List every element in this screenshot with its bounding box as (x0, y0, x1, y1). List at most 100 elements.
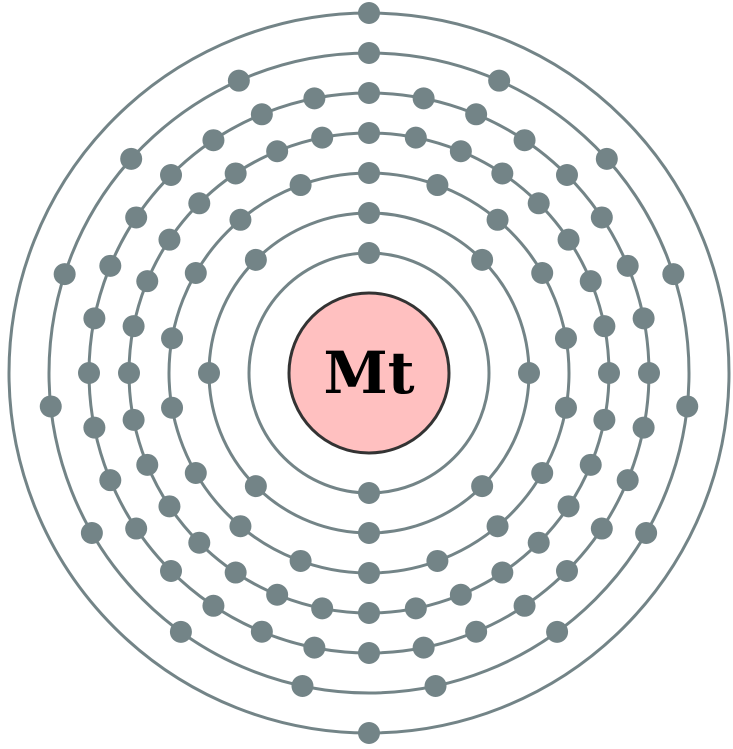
electron (426, 549, 449, 572)
electron (358, 122, 380, 144)
electron (616, 254, 639, 277)
electron (224, 162, 247, 185)
electron (358, 722, 380, 744)
electron (486, 208, 509, 231)
electron (590, 517, 613, 540)
nucleus (287, 291, 451, 455)
electron (555, 164, 578, 187)
electron (632, 307, 655, 330)
electron (229, 515, 252, 538)
electron (250, 103, 273, 126)
electron (593, 408, 616, 431)
electron (557, 228, 580, 251)
electron (449, 140, 472, 163)
electron (471, 248, 494, 271)
electron (184, 462, 207, 484)
electron (202, 594, 225, 617)
electron (579, 453, 602, 476)
electron (358, 2, 380, 24)
electron (555, 559, 578, 582)
electron (554, 327, 577, 350)
electron (593, 315, 616, 338)
electron (266, 140, 289, 163)
electron (465, 620, 488, 643)
electron (491, 162, 514, 185)
electron (303, 87, 326, 110)
electron (358, 642, 380, 664)
electron (120, 147, 143, 170)
electron (404, 126, 427, 149)
electron (198, 362, 220, 384)
electron (160, 164, 183, 187)
electron (518, 362, 540, 384)
electron (289, 174, 312, 197)
electron (676, 395, 699, 418)
electron (53, 263, 76, 286)
electron (311, 126, 334, 149)
electron (449, 583, 472, 606)
electron (557, 495, 580, 518)
electron (291, 675, 314, 698)
electron (424, 675, 447, 698)
electron (136, 270, 159, 293)
electron (513, 594, 536, 617)
electron (554, 396, 577, 419)
electron (99, 254, 122, 277)
electron (303, 636, 326, 659)
electron (289, 549, 312, 572)
electron (358, 162, 380, 184)
electron (527, 531, 550, 554)
electron (188, 192, 211, 215)
electron (491, 561, 514, 584)
electron (638, 362, 660, 384)
electron (244, 248, 267, 271)
electron (590, 206, 613, 229)
electron (202, 129, 225, 152)
electron (158, 228, 181, 251)
electron (358, 602, 380, 624)
electron (125, 206, 148, 229)
electron (404, 597, 427, 620)
electron (579, 270, 602, 293)
electron (358, 242, 380, 264)
element-symbol: Mt (324, 339, 415, 407)
electron (184, 262, 207, 284)
electron (80, 522, 103, 544)
electron (616, 469, 639, 492)
electron (266, 583, 289, 606)
electron (161, 327, 184, 350)
electron (635, 522, 658, 544)
electron (122, 315, 145, 338)
electron (311, 597, 334, 620)
electron (358, 562, 380, 584)
electron (358, 482, 380, 504)
electron (632, 416, 655, 439)
electron (531, 462, 554, 484)
electron (99, 469, 122, 492)
electron (83, 307, 106, 330)
electron (125, 517, 148, 540)
electron (227, 69, 250, 92)
electron (161, 396, 184, 419)
electron (188, 531, 211, 554)
electron (136, 453, 159, 476)
electrons-group (39, 2, 699, 744)
electron (229, 208, 252, 231)
electron (412, 87, 435, 110)
electron (358, 202, 380, 224)
electron (250, 620, 273, 643)
electron (598, 362, 620, 384)
electron (471, 475, 494, 498)
electron (224, 561, 247, 584)
electron (546, 620, 569, 643)
electron (358, 522, 380, 544)
electron (527, 192, 550, 215)
electron (358, 82, 380, 104)
electron (595, 147, 618, 170)
electron (160, 559, 183, 582)
electron (412, 636, 435, 659)
electron (531, 262, 554, 284)
electron (169, 620, 192, 643)
electron (488, 69, 511, 92)
